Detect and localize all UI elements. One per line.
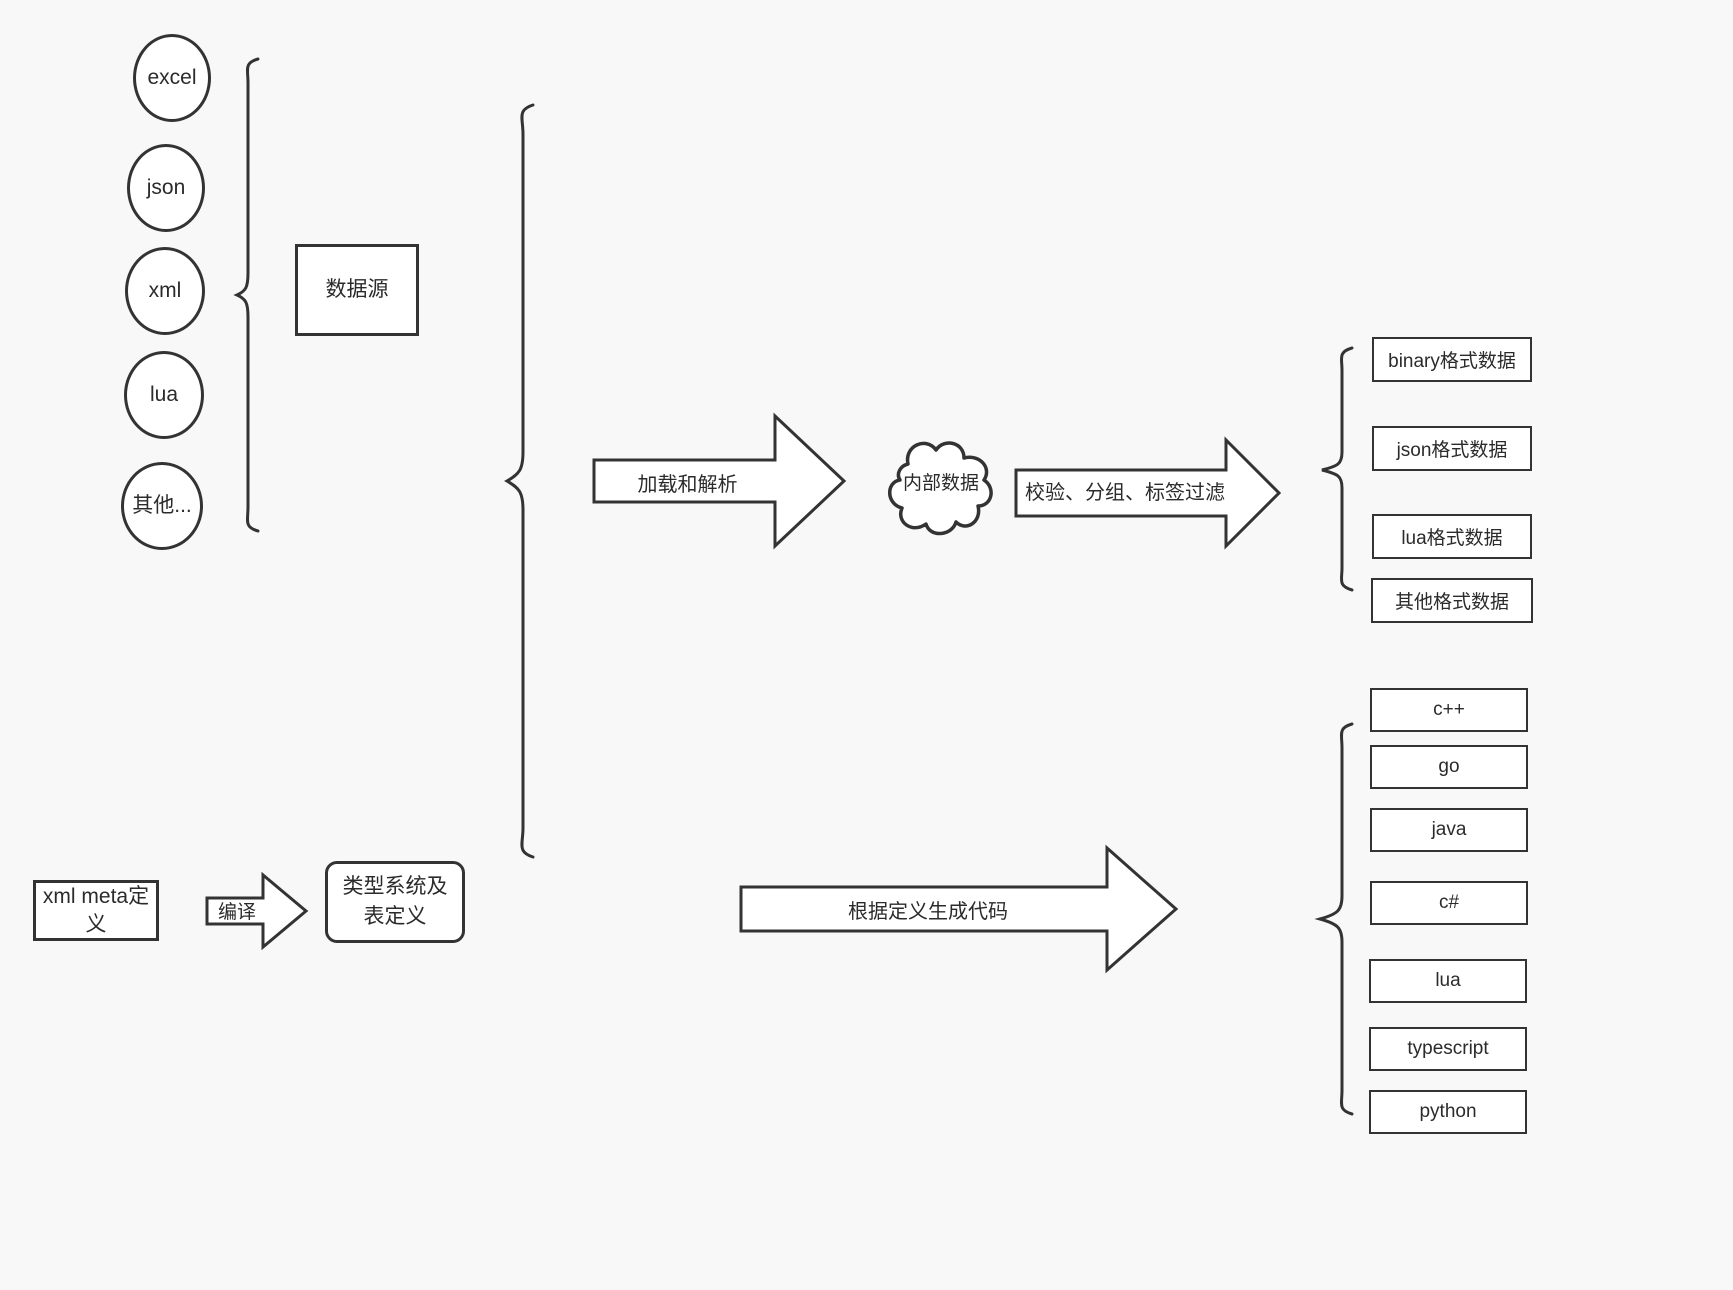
internal-data-label: 内部数据	[902, 472, 979, 494]
codegen-arrow[interactable]	[739, 844, 1179, 974]
source-node-xml[interactable]: xml	[125, 247, 205, 335]
format-box-other[interactable]: 其他格式数据	[1371, 578, 1533, 623]
filter-arrow-label: 校验、分组、标签过滤	[1025, 481, 1225, 504]
language-box-java[interactable]: java	[1370, 808, 1528, 852]
language-box-csharp[interactable]: c#	[1370, 881, 1528, 925]
data-source-box[interactable]: 数据源	[295, 244, 419, 336]
language-box-lua[interactable]: lua	[1369, 959, 1527, 1003]
format-box-lua[interactable]: lua格式数据	[1372, 514, 1532, 559]
language-box-go[interactable]: go	[1370, 745, 1528, 789]
source-node-label: xml	[148, 279, 182, 303]
sources-group-brace	[233, 55, 276, 535]
format-box-label: json格式数据	[1396, 440, 1508, 461]
format-box-binary[interactable]: binary格式数据	[1372, 337, 1532, 382]
source-node-json[interactable]: json	[127, 144, 205, 232]
type-system-box[interactable]: 类型系统及表定义	[325, 861, 465, 943]
filter-arrow[interactable]	[1014, 436, 1282, 550]
language-box-label: typescript	[1407, 1038, 1489, 1059]
format-box-label: binary格式数据	[1388, 351, 1516, 372]
source-node-other[interactable]: 其他...	[121, 462, 203, 550]
xml-meta-definition-label: xml meta定义	[42, 885, 150, 936]
format-box-label: lua格式数据	[1401, 528, 1503, 549]
language-box-label: java	[1431, 819, 1467, 840]
language-box-cpp[interactable]: c++	[1370, 688, 1528, 732]
format-box-json[interactable]: json格式数据	[1372, 426, 1532, 471]
source-node-excel[interactable]: excel	[133, 34, 211, 122]
languages-group-brace	[1314, 720, 1362, 1120]
language-box-label: c#	[1438, 892, 1460, 913]
load-parse-arrow-label: 加载和解析	[637, 473, 738, 496]
language-box-typescript[interactable]: typescript	[1369, 1027, 1527, 1071]
source-node-lua[interactable]: lua	[124, 351, 204, 439]
language-box-label: go	[1438, 756, 1460, 777]
language-box-label: lua	[1435, 970, 1461, 991]
language-box-label: python	[1419, 1101, 1477, 1122]
language-box-label: c++	[1433, 699, 1465, 720]
source-node-label: json	[146, 176, 186, 200]
compile-arrow[interactable]	[205, 871, 309, 951]
codegen-arrow-label: 根据定义生成代码	[848, 900, 1008, 923]
format-box-label: 其他格式数据	[1394, 592, 1509, 613]
source-node-label: 其他...	[132, 494, 192, 518]
xml-meta-definition-box[interactable]: xml meta定义	[33, 880, 159, 941]
input-group-brace	[504, 100, 549, 862]
compile-arrow-label: 编译	[217, 901, 256, 923]
type-system-label: 类型系统及表定义	[342, 874, 448, 928]
source-node-label: lua	[149, 383, 179, 407]
source-node-label: excel	[147, 66, 197, 90]
formats-group-brace	[1320, 344, 1362, 594]
data-source-label: 数据源	[325, 278, 389, 302]
load-parse-arrow[interactable]	[592, 412, 847, 550]
language-box-python[interactable]: python	[1369, 1090, 1527, 1134]
